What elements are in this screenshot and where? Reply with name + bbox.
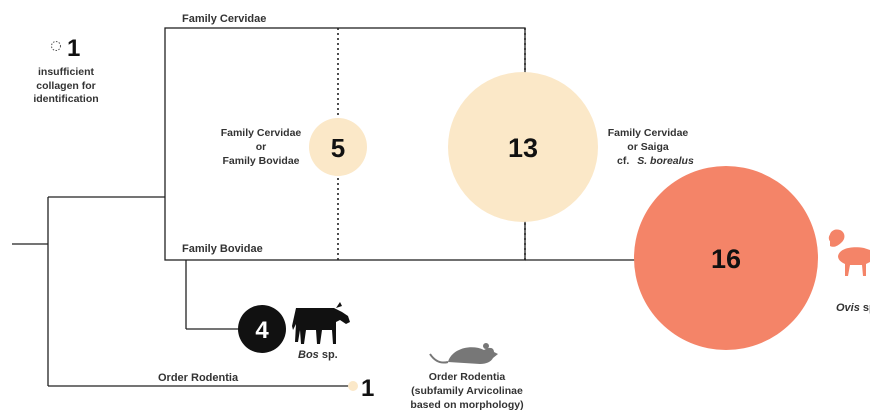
rodentia-label-2: (subfamily Arvicolinae bbox=[411, 385, 523, 397]
rodentia-count: 1 bbox=[361, 375, 374, 402]
cow-icon bbox=[292, 302, 350, 344]
node-4-circle bbox=[238, 305, 286, 353]
family-bovidae-label: Family Bovidae bbox=[182, 243, 263, 255]
node-13-label-1: Family Cervidae bbox=[608, 127, 689, 139]
node-5-label-2: or bbox=[256, 141, 267, 153]
insufficient-dotted-circle bbox=[51, 41, 61, 51]
ovis-genus: Ovis bbox=[836, 302, 860, 314]
family-cervidae-label: Family Cervidae bbox=[182, 13, 266, 25]
bos-suffix: sp. bbox=[319, 349, 338, 361]
node-13-label-2: or Saiga bbox=[627, 141, 669, 153]
insufficient-line-3: identification bbox=[33, 93, 98, 105]
ovis-label: Ovis sp. bbox=[836, 302, 870, 314]
node-5-count: 5 bbox=[331, 133, 345, 163]
ovis-suffix: sp. bbox=[860, 302, 870, 314]
node-13-cf: cf. bbox=[617, 155, 629, 167]
bos-genus: Bos bbox=[298, 349, 319, 361]
node-13-label-3: cf. S. borealus bbox=[617, 155, 694, 167]
mouse-icon bbox=[429, 343, 498, 364]
node-13-circle bbox=[448, 72, 598, 222]
rodentia-label-3: based on morphology) bbox=[410, 399, 523, 411]
insufficient-line-1: insufficient bbox=[38, 66, 95, 78]
node-16-count: 16 bbox=[711, 244, 741, 274]
node-16-circle bbox=[634, 166, 818, 350]
node-5-label-3: Family Bovidae bbox=[222, 155, 299, 167]
order-rodentia-label: Order Rodentia bbox=[158, 372, 239, 384]
rodentia-label-1: Order Rodentia bbox=[429, 371, 506, 383]
rodentia-circle bbox=[348, 381, 358, 391]
node-13-species: S. borealus bbox=[637, 155, 694, 167]
bos-label: Bos sp. bbox=[298, 349, 338, 361]
node-5-circle bbox=[309, 118, 367, 176]
insufficient-line-2: collagen for bbox=[36, 80, 96, 92]
ram-icon bbox=[828, 229, 870, 276]
node-5-label-1: Family Cervidae bbox=[221, 127, 302, 139]
insufficient-count: 1 bbox=[67, 35, 80, 62]
node-13-count: 13 bbox=[508, 133, 538, 163]
node-4-count: 4 bbox=[255, 317, 269, 344]
